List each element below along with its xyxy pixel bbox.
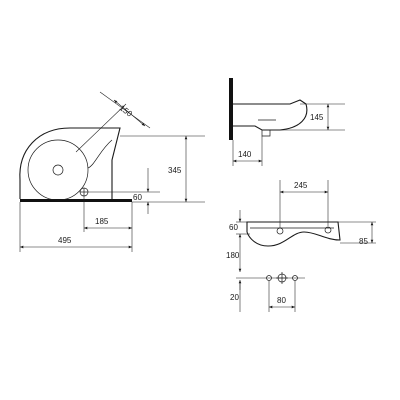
side-view-wall	[229, 78, 233, 140]
front-view: 245 60 85 180 20 80	[226, 180, 376, 312]
dim-top-label: 60	[229, 223, 238, 232]
dim-diameter-label: 150	[118, 103, 135, 119]
basin-outline	[19, 127, 121, 199]
side-basin-outline	[233, 99, 308, 131]
front-basin-outline	[246, 221, 341, 247]
dim-height-label: 345	[168, 166, 182, 175]
dim-drain-label: 60	[133, 193, 142, 202]
top-view-wall	[20, 199, 132, 202]
side-view: 145 140	[229, 78, 345, 166]
top-view: 150 345 60 185 495	[19, 91, 205, 252]
bowl-circle	[27, 139, 89, 201]
mount-hole-left	[266, 275, 272, 281]
basin-inner-curve	[87, 139, 113, 169]
front-tap-hole-right	[324, 226, 332, 234]
front-tap-hole-left	[276, 227, 284, 235]
dim-projection-label: 140	[238, 150, 252, 159]
dim-spacing-label: 80	[277, 296, 286, 305]
drain-circle	[52, 164, 64, 176]
dim-taps-label: 245	[294, 181, 308, 190]
dim-mount-label: 180	[226, 251, 240, 260]
dim-offset-label: 185	[95, 217, 109, 226]
dim-right-label: 85	[359, 237, 368, 246]
dim-depth-label: 145	[310, 113, 324, 122]
mount-hole-right	[292, 275, 298, 281]
dim-width-label: 495	[58, 236, 72, 245]
dim-bottom-label: 20	[230, 293, 239, 302]
